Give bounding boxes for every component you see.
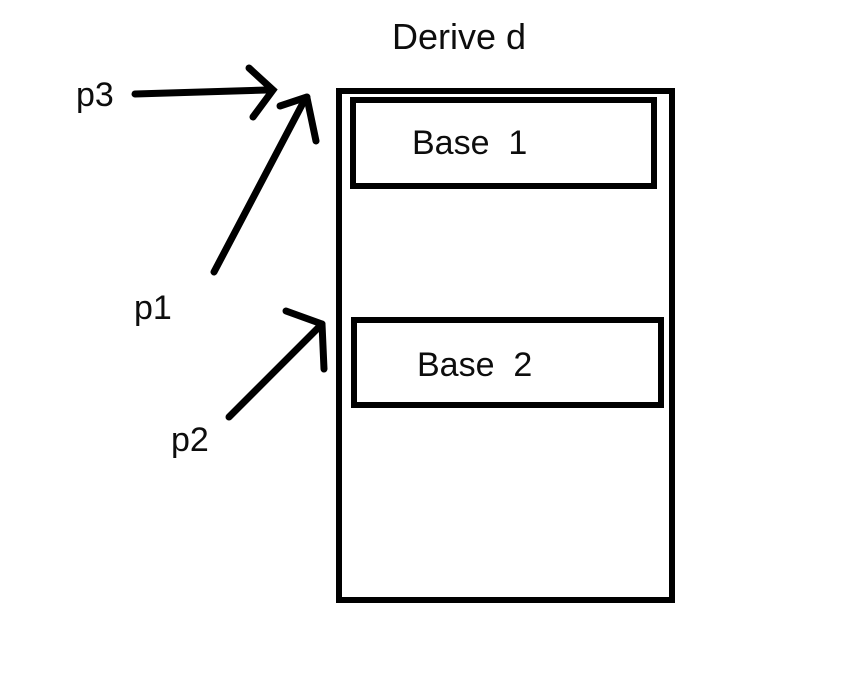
p1-arrow-shaft (210, 97, 308, 276)
derived-object-box (336, 88, 675, 603)
pointer-label-p3: p3 (76, 76, 114, 114)
p2-arrow-shaft (225, 322, 324, 421)
p3-arrowhead-icon (245, 64, 278, 121)
derived-object-title: Derive d (392, 16, 527, 57)
p2-arrowhead-left-barb (282, 307, 326, 328)
pointer-label-p2: p2 (171, 421, 209, 459)
pointer-label-p1: p1 (134, 289, 172, 327)
p3-pointer-arrow (131, 64, 278, 121)
p1-arrowhead-right-barb (303, 94, 320, 145)
p1-arrowhead-left-barb (276, 93, 311, 110)
base2-subobject-box: Base 2 (351, 317, 664, 408)
base1-label: Base 1 (412, 124, 528, 162)
p2-pointer-arrow (225, 307, 328, 421)
p2-arrowhead-right-barb (318, 320, 328, 373)
p1-pointer-arrow (210, 93, 320, 276)
p3-arrow-shaft (131, 86, 271, 98)
base2-label: Base 2 (417, 346, 533, 384)
base1-subobject-box: Base 1 (350, 97, 657, 189)
